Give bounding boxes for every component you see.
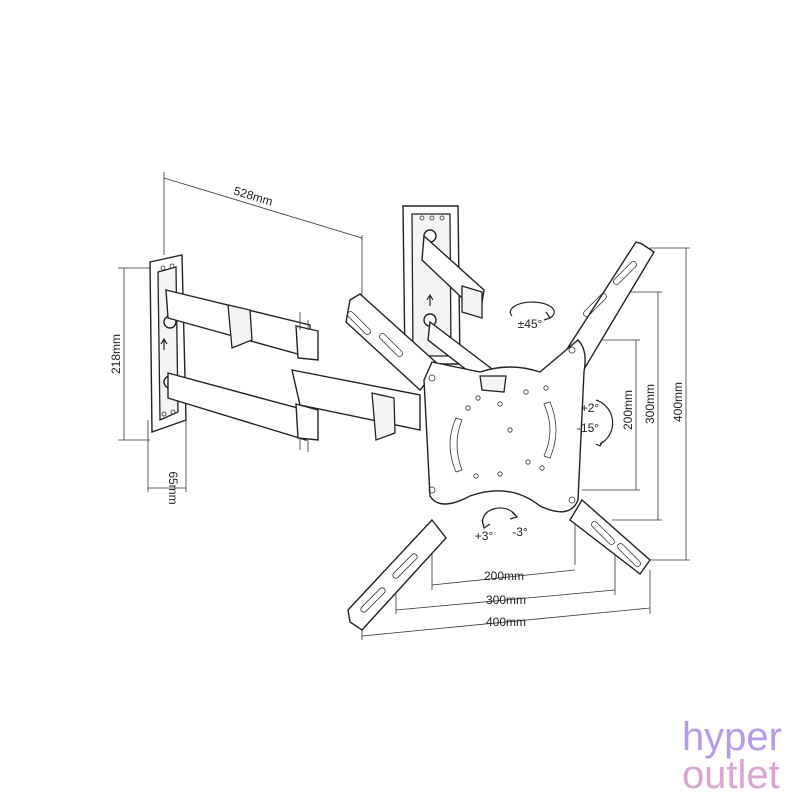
brand-logo: hyper outlet [681,715,782,797]
rotate-icon [481,507,519,529]
dim-right-200mm: 200mm [621,390,635,430]
tilt-icon [595,399,614,447]
vesa-plate [345,241,655,631]
dim-bottom-200mm: 200mm [484,569,524,583]
dim-bottom-400mm: 400mm [486,615,526,629]
swivel-icon [509,301,555,321]
rear-wall-plate [402,205,497,390]
dim-218mm: 218mm [109,334,123,374]
rotate-plus-label: +3° [475,529,494,543]
brand-line1: hyper [681,715,782,759]
dim-right-400mm: 400mm [671,382,685,422]
angle-labels: ±45° +2° -15° +3° -3° [475,317,600,543]
brand-line2: outlet [681,753,780,797]
swivel-label: ±45° [518,317,543,331]
dim-right-300mm: 300mm [643,384,657,424]
tilt-up-label: +2° [581,401,600,415]
tilt-down-label: -15° [577,421,599,435]
articulating-arms [165,289,421,452]
dimension-lines [118,172,690,640]
dim-bottom-300mm: 300mm [486,593,526,607]
dim-65mm: 65mm [166,471,180,504]
rotate-minus-label: -3° [512,525,528,539]
wall-plate [149,254,187,433]
